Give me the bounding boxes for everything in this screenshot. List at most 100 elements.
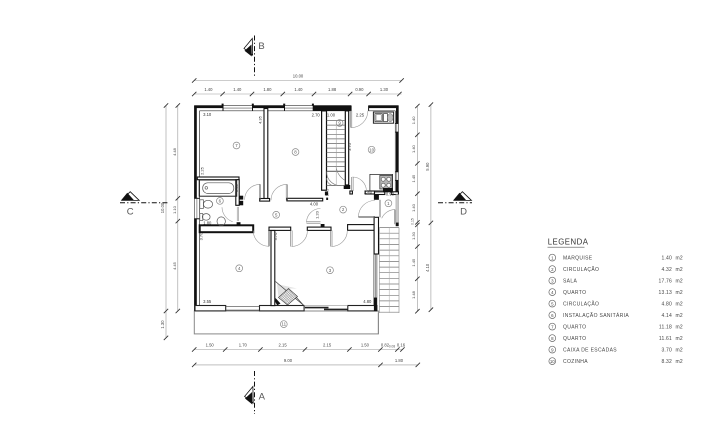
svg-text:QUARTO: QUARTO	[563, 324, 586, 330]
svg-text:10: 10	[550, 359, 555, 364]
svg-text:m2: m2	[676, 336, 683, 342]
svg-text:3.55: 3.55	[203, 299, 212, 304]
svg-text:A: A	[259, 392, 266, 403]
svg-text:QUARTO: QUARTO	[563, 336, 586, 342]
svg-text:2.25: 2.25	[199, 166, 204, 175]
svg-text:2.15: 2.15	[279, 343, 288, 348]
svg-text:1.40: 1.40	[411, 144, 416, 153]
svg-text:4: 4	[551, 290, 554, 295]
svg-text:1: 1	[551, 255, 554, 260]
svg-text:QUARTO: QUARTO	[563, 290, 586, 296]
svg-text:m2: m2	[676, 278, 683, 284]
svg-text:m2: m2	[676, 255, 683, 261]
svg-text:10.00: 10.00	[160, 202, 165, 213]
svg-text:m2: m2	[676, 301, 683, 307]
svg-text:8.32: 8.32	[661, 359, 672, 365]
svg-text:3.70: 3.70	[661, 347, 672, 353]
svg-text:2.25: 2.25	[356, 112, 365, 117]
svg-text:INSTALAÇÃO SANITÁRIA: INSTALAÇÃO SANITÁRIA	[563, 312, 629, 319]
svg-text:B: B	[258, 41, 264, 52]
svg-text:CIRCULAÇÃO: CIRCULAÇÃO	[563, 266, 599, 273]
svg-text:1.45: 1.45	[411, 174, 416, 183]
svg-text:4.10: 4.10	[425, 263, 430, 272]
svg-text:2: 2	[551, 267, 554, 272]
svg-text:1.40: 1.40	[204, 87, 213, 92]
svg-text:1.30: 1.30	[160, 320, 165, 329]
svg-text:2.70: 2.70	[312, 112, 321, 117]
svg-text:1.30: 1.30	[380, 87, 389, 92]
svg-text:3.70: 3.70	[347, 142, 352, 151]
svg-text:4.48: 4.48	[172, 147, 177, 156]
svg-text:4.80: 4.80	[661, 301, 672, 307]
svg-text:3.10: 3.10	[203, 112, 212, 117]
svg-text:9.00: 9.00	[284, 358, 293, 363]
svg-text:4: 4	[238, 266, 241, 271]
svg-text:1.30: 1.30	[411, 231, 416, 240]
svg-text:1.40: 1.40	[233, 87, 242, 92]
svg-text:2.05: 2.05	[234, 183, 239, 192]
svg-text:1.40: 1.40	[661, 255, 672, 261]
svg-text:1.40: 1.40	[294, 87, 303, 92]
svg-text:1.00: 1.00	[327, 112, 336, 117]
svg-text:3.70: 3.70	[199, 232, 204, 241]
svg-text:4.32: 4.32	[661, 267, 672, 273]
svg-text:CIRCULAÇÃO: CIRCULAÇÃO	[563, 300, 599, 307]
svg-text:0.82: 0.82	[381, 343, 390, 348]
svg-text:10.00: 10.00	[293, 74, 304, 79]
svg-text:11: 11	[282, 322, 287, 327]
svg-text:1.10: 1.10	[172, 205, 177, 214]
svg-text:SALA: SALA	[563, 278, 578, 284]
svg-text:2: 2	[342, 207, 345, 212]
svg-text:D: D	[460, 207, 467, 218]
svg-text:6: 6	[219, 199, 222, 204]
svg-text:5: 5	[551, 301, 554, 306]
svg-text:MARQUISE: MARQUISE	[563, 255, 593, 261]
svg-text:4.35: 4.35	[258, 115, 263, 124]
svg-text:COZINHA: COZINHA	[563, 359, 588, 365]
svg-text:4.45: 4.45	[172, 261, 177, 270]
svg-text:1.70: 1.70	[239, 343, 248, 348]
svg-text:1.80: 1.80	[263, 87, 272, 92]
svg-text:m2: m2	[676, 347, 683, 353]
svg-text:5: 5	[275, 212, 278, 217]
svg-text:1.50: 1.50	[206, 343, 215, 348]
svg-text:9: 9	[551, 347, 554, 352]
svg-text:0.08: 0.08	[389, 345, 395, 349]
svg-text:1.45: 1.45	[411, 258, 416, 267]
svg-text:7: 7	[551, 324, 554, 329]
svg-text:6: 6	[551, 313, 554, 318]
svg-text:0.90: 0.90	[355, 87, 364, 92]
svg-text:1: 1	[387, 201, 390, 206]
svg-text:m2: m2	[676, 359, 683, 365]
svg-text:1.40: 1.40	[411, 116, 416, 125]
svg-text:0.15: 0.15	[411, 218, 415, 225]
svg-text:CAIXA DE ESCADAS: CAIXA DE ESCADAS	[563, 347, 617, 353]
svg-text:LEGENDA: LEGENDA	[548, 238, 589, 247]
svg-text:1.50: 1.50	[361, 343, 370, 348]
svg-text:11.18: 11.18	[659, 324, 672, 330]
svg-text:m2: m2	[676, 324, 683, 330]
svg-text:5.90: 5.90	[425, 162, 430, 171]
svg-text:3: 3	[551, 278, 554, 283]
svg-text:1.48: 1.48	[411, 290, 416, 299]
svg-text:4.14: 4.14	[661, 313, 672, 319]
svg-text:9: 9	[338, 121, 341, 126]
svg-text:1.80: 1.80	[395, 358, 404, 363]
svg-text:8: 8	[294, 150, 297, 155]
svg-text:m2: m2	[676, 313, 683, 319]
svg-text:2.40: 2.40	[364, 190, 373, 195]
svg-text:17.76: 17.76	[658, 278, 672, 284]
svg-text:m2: m2	[676, 267, 683, 273]
svg-text:0.90: 0.90	[386, 191, 395, 196]
svg-text:10: 10	[369, 147, 374, 152]
svg-text:1.80: 1.80	[203, 221, 212, 226]
svg-text:0.16: 0.16	[397, 343, 406, 348]
svg-text:2.15: 2.15	[323, 343, 332, 348]
svg-text:1.45: 1.45	[326, 189, 330, 196]
svg-text:7: 7	[235, 143, 238, 148]
svg-text:3.70: 3.70	[273, 232, 278, 241]
svg-text:3: 3	[329, 268, 332, 273]
svg-text:4.80: 4.80	[363, 299, 372, 304]
svg-text:m2: m2	[676, 290, 683, 296]
svg-text:4.00: 4.00	[310, 201, 319, 206]
